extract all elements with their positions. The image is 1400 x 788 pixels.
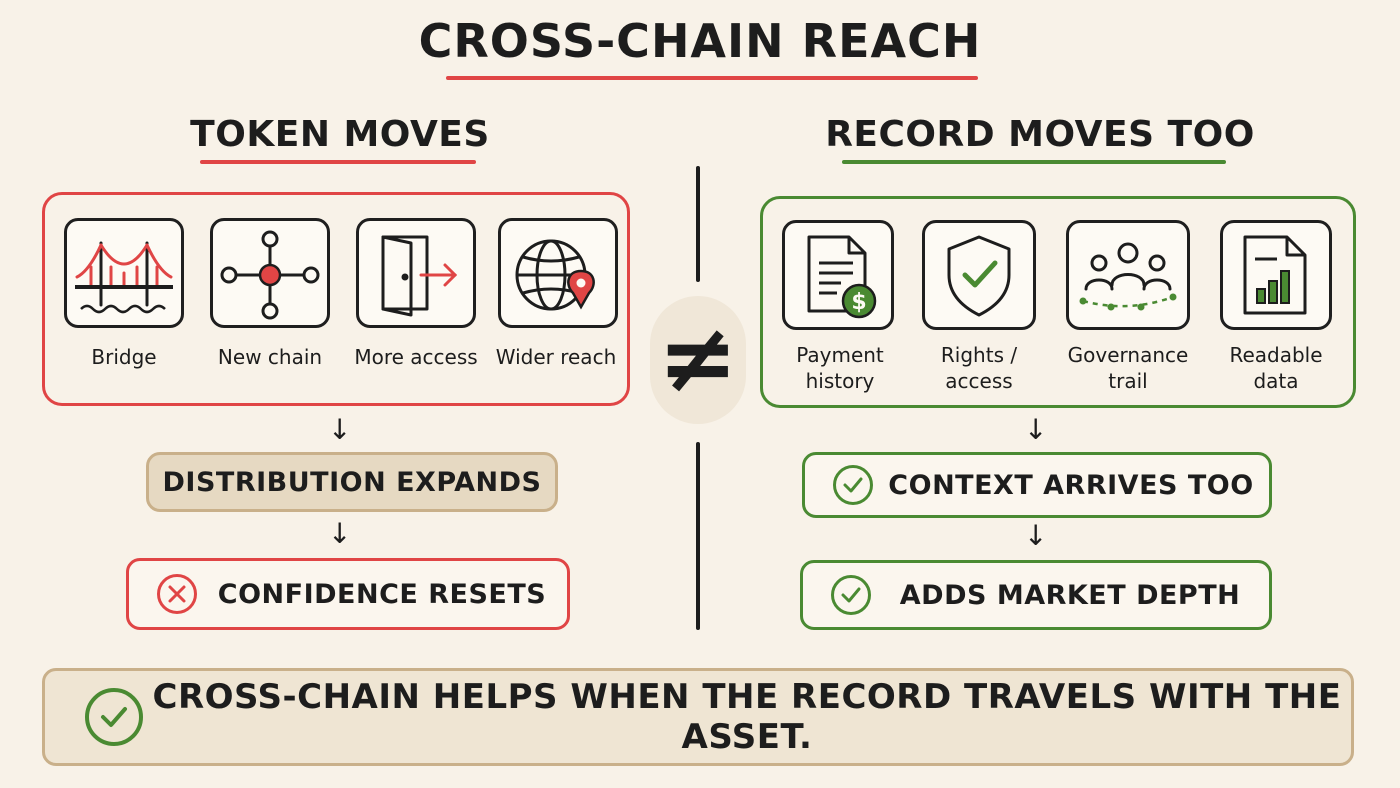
divider-line-bottom — [696, 442, 700, 630]
right-arrow-1: ↓ — [1024, 413, 1048, 446]
confidence-resets-text: CONFIDENCE RESETS — [217, 578, 547, 610]
readable-data-label-line2: data — [1253, 369, 1299, 393]
title-underline — [446, 76, 978, 80]
confidence-resets-pill: CONFIDENCE RESETS — [126, 558, 570, 630]
rights-access-tile — [922, 220, 1036, 330]
payment-document-icon: $ — [807, 235, 877, 319]
page-title: CROSS-CHAIN REACH — [418, 14, 982, 68]
distribution-expands-text: DISTRIBUTION EXPANDS — [162, 466, 542, 498]
record-moves-panel — [760, 196, 1356, 408]
governance-trail-label-line2: trail — [1108, 369, 1148, 393]
distribution-expands-pill: DISTRIBUTION EXPANDS — [146, 452, 558, 512]
payment-history-label-line2: history — [805, 369, 875, 393]
more-access-label: More access — [354, 345, 478, 369]
bridge-icon — [75, 241, 173, 314]
check-circle-icon — [831, 575, 871, 615]
readable-data-label-line1: Readable — [1229, 343, 1323, 367]
not-equal-symbol: ≠ — [657, 302, 739, 414]
payment-history-tile: $ — [782, 220, 894, 330]
left-heading: TOKEN MOVES — [190, 114, 490, 155]
data-chart-document-icon — [1243, 235, 1307, 315]
more-access-tile — [356, 218, 476, 328]
governance-trail-label: Governance trail — [1058, 342, 1198, 394]
payment-history-label: Payment history — [772, 342, 908, 394]
market-depth-pill: ADDS MARKET DEPTH — [800, 560, 1272, 630]
right-heading: RECORD MOVES TOO — [825, 114, 1255, 155]
rights-access-label-line1: Rights / — [940, 343, 1018, 367]
new-chain-tile — [210, 218, 330, 328]
token-moves-panel — [42, 192, 630, 406]
wider-reach-tile — [498, 218, 618, 328]
wider-reach-label: Wider reach — [495, 345, 617, 369]
door-arrow-icon — [381, 235, 458, 317]
globe-pin-icon — [515, 239, 595, 311]
x-circle-icon — [157, 574, 197, 614]
context-arrives-text: CONTEXT ARRIVES TOO — [888, 469, 1254, 501]
governance-trail-label-line1: Governance — [1067, 343, 1189, 367]
not-equal-badge — [650, 296, 746, 424]
right-heading-underline — [842, 160, 1226, 164]
rights-access-label-line2: access — [945, 369, 1013, 393]
left-arrow-2: ↓ — [328, 517, 352, 550]
payment-history-label-line1: Payment — [796, 343, 884, 367]
rights-access-label: Rights / access — [910, 342, 1048, 394]
right-arrow-2: ↓ — [1024, 519, 1048, 552]
people-trail-icon — [1079, 242, 1177, 311]
bridge-label: Bridge — [91, 345, 157, 369]
check-circle-icon — [833, 465, 873, 505]
readable-data-tile — [1220, 220, 1332, 330]
governance-trail-tile — [1066, 220, 1190, 330]
check-circle-icon — [85, 688, 143, 746]
svg-text:$: $ — [851, 290, 866, 315]
left-heading-underline — [200, 160, 476, 164]
new-chain-label: New chain — [217, 345, 323, 369]
divider-line-top — [696, 166, 700, 282]
network-node-icon — [220, 230, 320, 320]
footer-text: CROSS-CHAIN HELPS WHEN THE RECORD TRAVEL… — [152, 677, 1342, 757]
readable-data-label: Readable data — [1208, 342, 1344, 394]
market-depth-text: ADDS MARKET DEPTH — [899, 579, 1241, 611]
left-arrow-1: ↓ — [328, 413, 352, 446]
shield-check-icon — [947, 235, 1011, 317]
context-arrives-pill: CONTEXT ARRIVES TOO — [802, 452, 1272, 518]
footer-banner: CROSS-CHAIN HELPS WHEN THE RECORD TRAVEL… — [42, 668, 1354, 766]
bridge-tile — [64, 218, 184, 328]
